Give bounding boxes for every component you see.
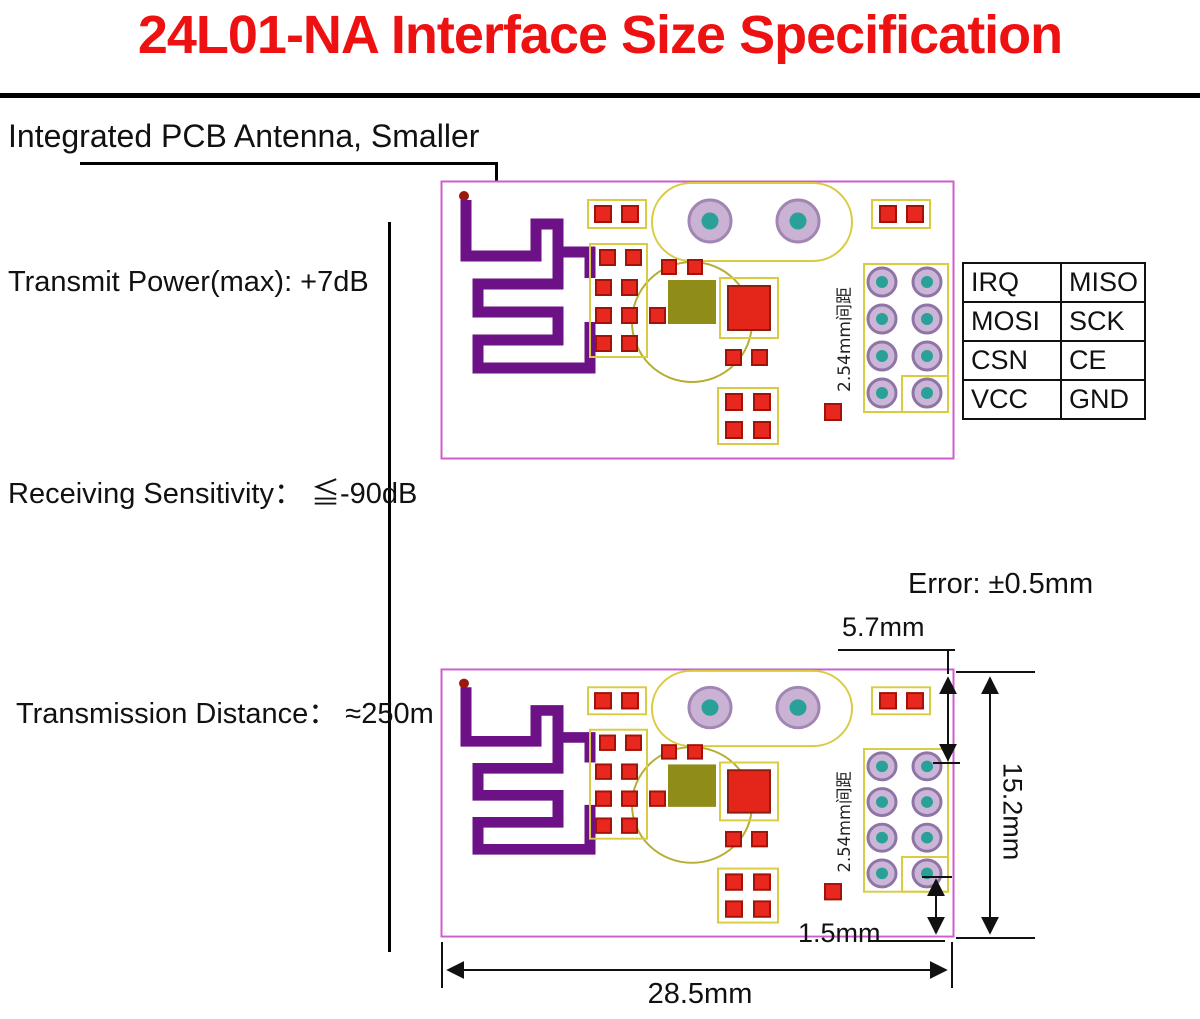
pin-cell-miso: MISO xyxy=(1062,264,1146,303)
pin-table: IRQ MISO MOSI SCK CSN CE VCC GND xyxy=(962,262,1146,420)
pin-cell-sck: SCK xyxy=(1062,303,1146,342)
rf-ic xyxy=(668,280,716,324)
pitch-label: 2.54mm间距 xyxy=(835,287,855,392)
label-transmit-power: Transmit Power(max): +7dB xyxy=(8,266,369,298)
pin-cell-csn: CSN xyxy=(964,342,1062,381)
pcb-bottom-view xyxy=(440,668,955,938)
antenna-trace xyxy=(460,200,596,374)
antenna-leader-line-horizontal xyxy=(80,162,498,165)
dimension-bottom-offset: 1.5mm xyxy=(798,918,881,948)
separator-line xyxy=(388,222,391,952)
dimension-top-offset: 5.7mm xyxy=(842,612,925,642)
ic-courtyard xyxy=(719,277,779,339)
pin-cell-mosi: MOSI xyxy=(964,303,1062,342)
fiducial-dot xyxy=(459,191,469,201)
main-chip xyxy=(727,285,771,331)
pin-header-holes xyxy=(866,266,943,409)
mounting-courtyard xyxy=(651,182,853,262)
dimension-error-note: Error: ±0.5mm xyxy=(908,568,1094,600)
pcb-top-view: 2.54mm间距 xyxy=(440,180,955,460)
page-title: 24L01-NA Interface Size Specification xyxy=(137,5,1063,65)
pcb-artwork-instance xyxy=(442,669,954,936)
antenna-note: Integrated PCB Antenna, Smaller xyxy=(8,118,480,154)
mounting-holes xyxy=(687,198,821,244)
pin-cell-vcc: VCC xyxy=(964,381,1062,420)
silk-outlines xyxy=(587,199,949,445)
smd-pads xyxy=(594,205,924,439)
dimension-board-height: 15.2mm xyxy=(997,762,1028,861)
dimension-board-width: 28.5mm xyxy=(647,978,753,1010)
pin-cell-ce: CE xyxy=(1062,342,1146,381)
pin-cell-gnd: GND xyxy=(1062,381,1146,420)
title-divider xyxy=(0,93,1200,98)
label-receiving-sensitivity: Receiving Sensitivity： ≦-90dB xyxy=(8,478,418,510)
pcb-artwork: 2.54mm间距 xyxy=(440,180,955,460)
pin-cell-irq: IRQ xyxy=(964,264,1062,303)
label-transmission-distance: Transmission Distance： ≈250m xyxy=(16,698,434,730)
